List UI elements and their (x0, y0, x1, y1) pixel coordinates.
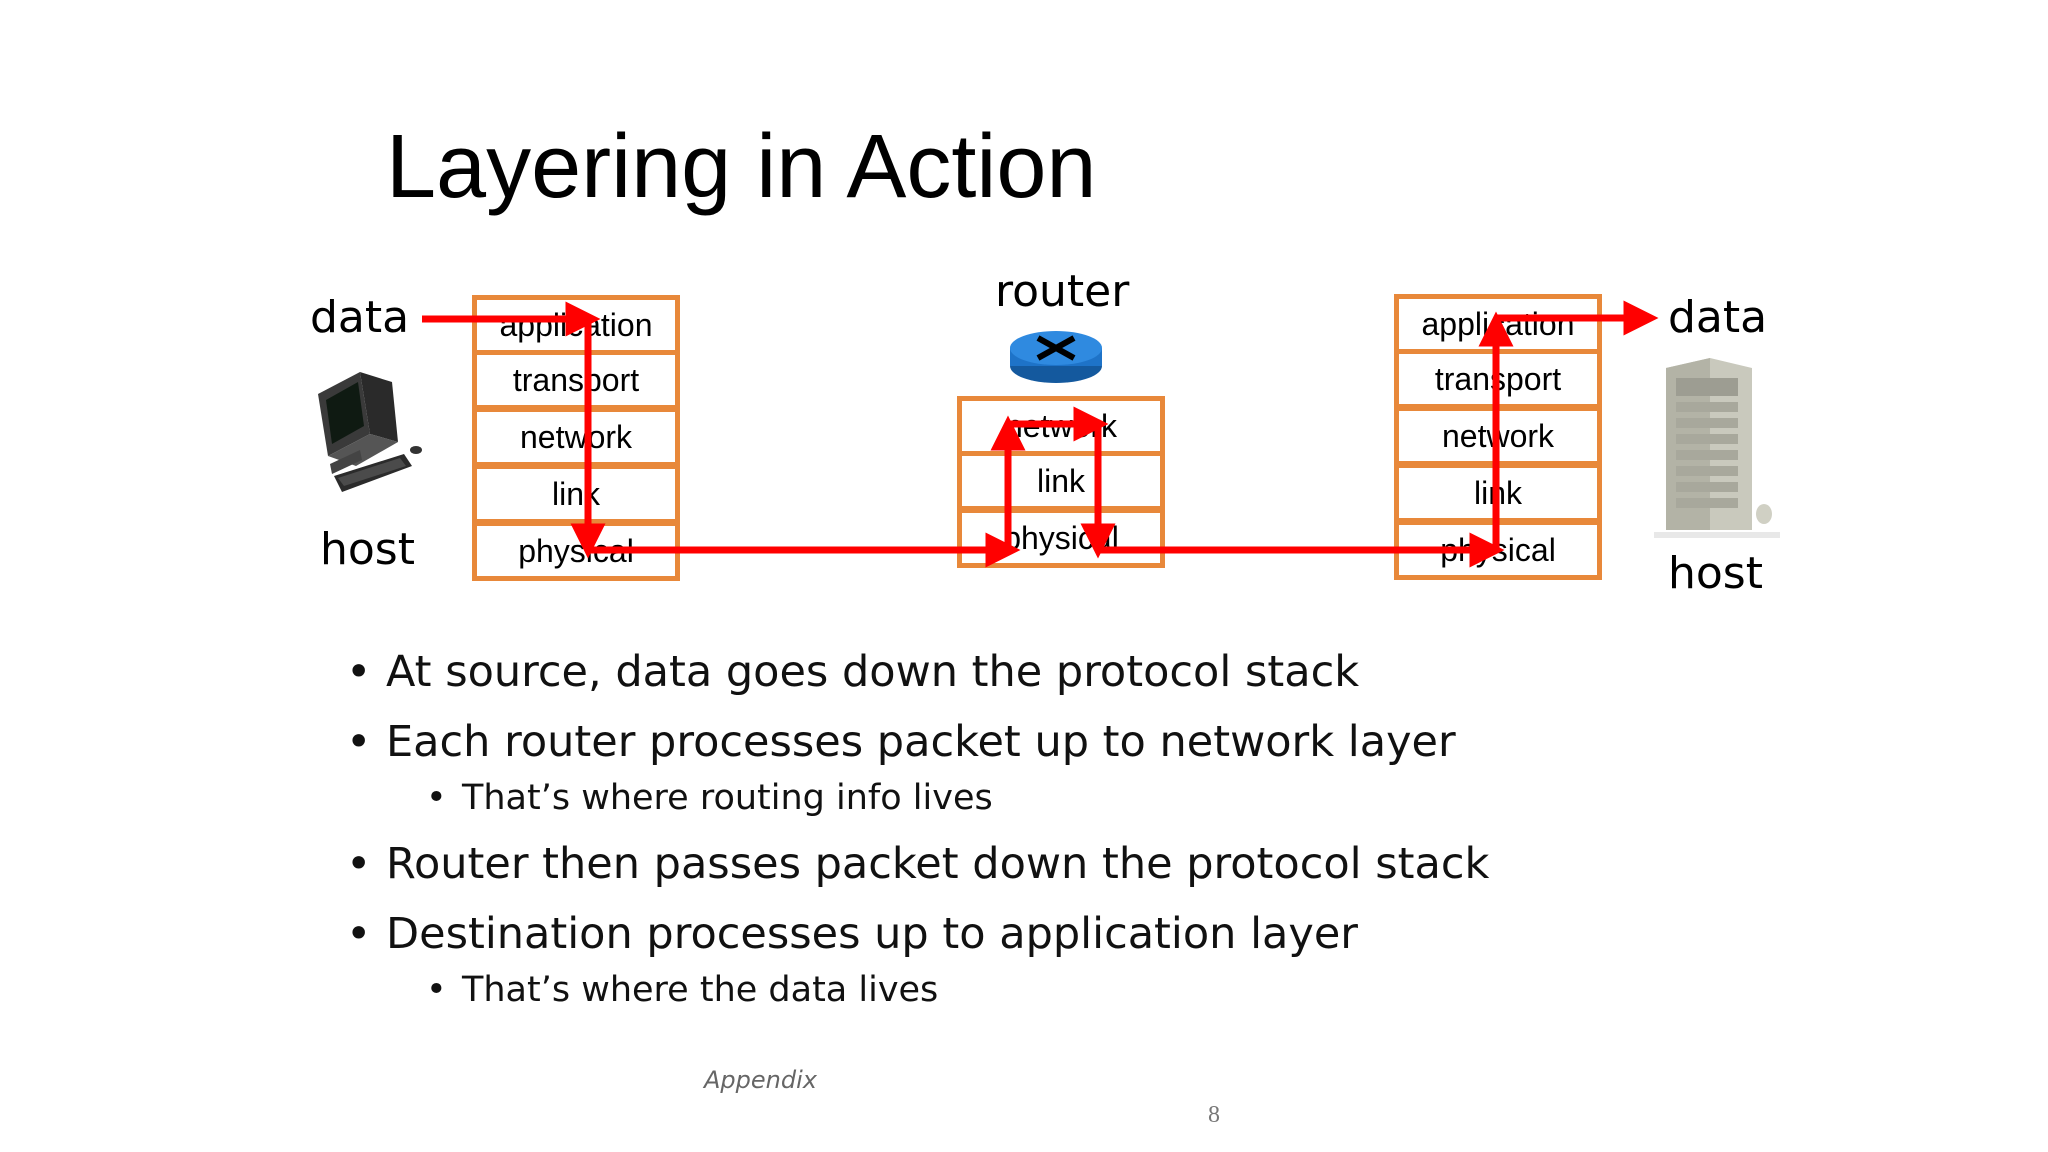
bullet-dot: • (346, 909, 372, 959)
bullet-dot: • (346, 647, 372, 697)
bullet-item: • At source, data goes down the protocol… (346, 644, 1360, 700)
sub-bullet-text: That’s where routing info lives (462, 778, 993, 818)
source-host-label: host (320, 524, 415, 575)
source-layer-network: network (472, 407, 680, 467)
page-number: 8 (1208, 1102, 1220, 1128)
bullet-text: Destination processes up to application … (386, 909, 1358, 959)
sub-bullet-dot: • (426, 970, 447, 1010)
bullet-text: Each router processes packet up to netwo… (386, 717, 1456, 767)
router-icon (1010, 331, 1102, 383)
bullet-text: Router then passes packet down the proto… (386, 839, 1490, 889)
sub-bullet-dot: • (426, 778, 447, 818)
sub-bullet-text: That’s where the data lives (462, 970, 939, 1010)
bullet-item: • Each router processes packet up to net… (346, 714, 1456, 770)
server-tower-icon (1654, 358, 1780, 538)
router-layer-link: link (957, 451, 1165, 511)
source-layer-transport: transport (472, 350, 680, 410)
bullet-dot: • (346, 839, 372, 889)
sub-bullet-item: • That’s where the data lives (426, 968, 939, 1012)
footer-text: Appendix (704, 1066, 817, 1094)
desktop-computer-icon (318, 372, 422, 492)
bullet-dot: • (346, 717, 372, 767)
source-data-label: data (310, 292, 410, 343)
slide-title: Layering in Action (386, 117, 1097, 217)
bullet-item: • Destination processes up to applicatio… (346, 906, 1358, 962)
router-label: router (995, 266, 1130, 317)
bullet-text: At source, data goes down the protocol s… (386, 647, 1360, 697)
bullet-item: • Router then passes packet down the pro… (346, 836, 1490, 892)
sub-bullet-item: • That’s where routing info lives (426, 776, 993, 820)
destination-data-label: data (1668, 292, 1768, 343)
destination-host-label: host (1668, 548, 1763, 599)
